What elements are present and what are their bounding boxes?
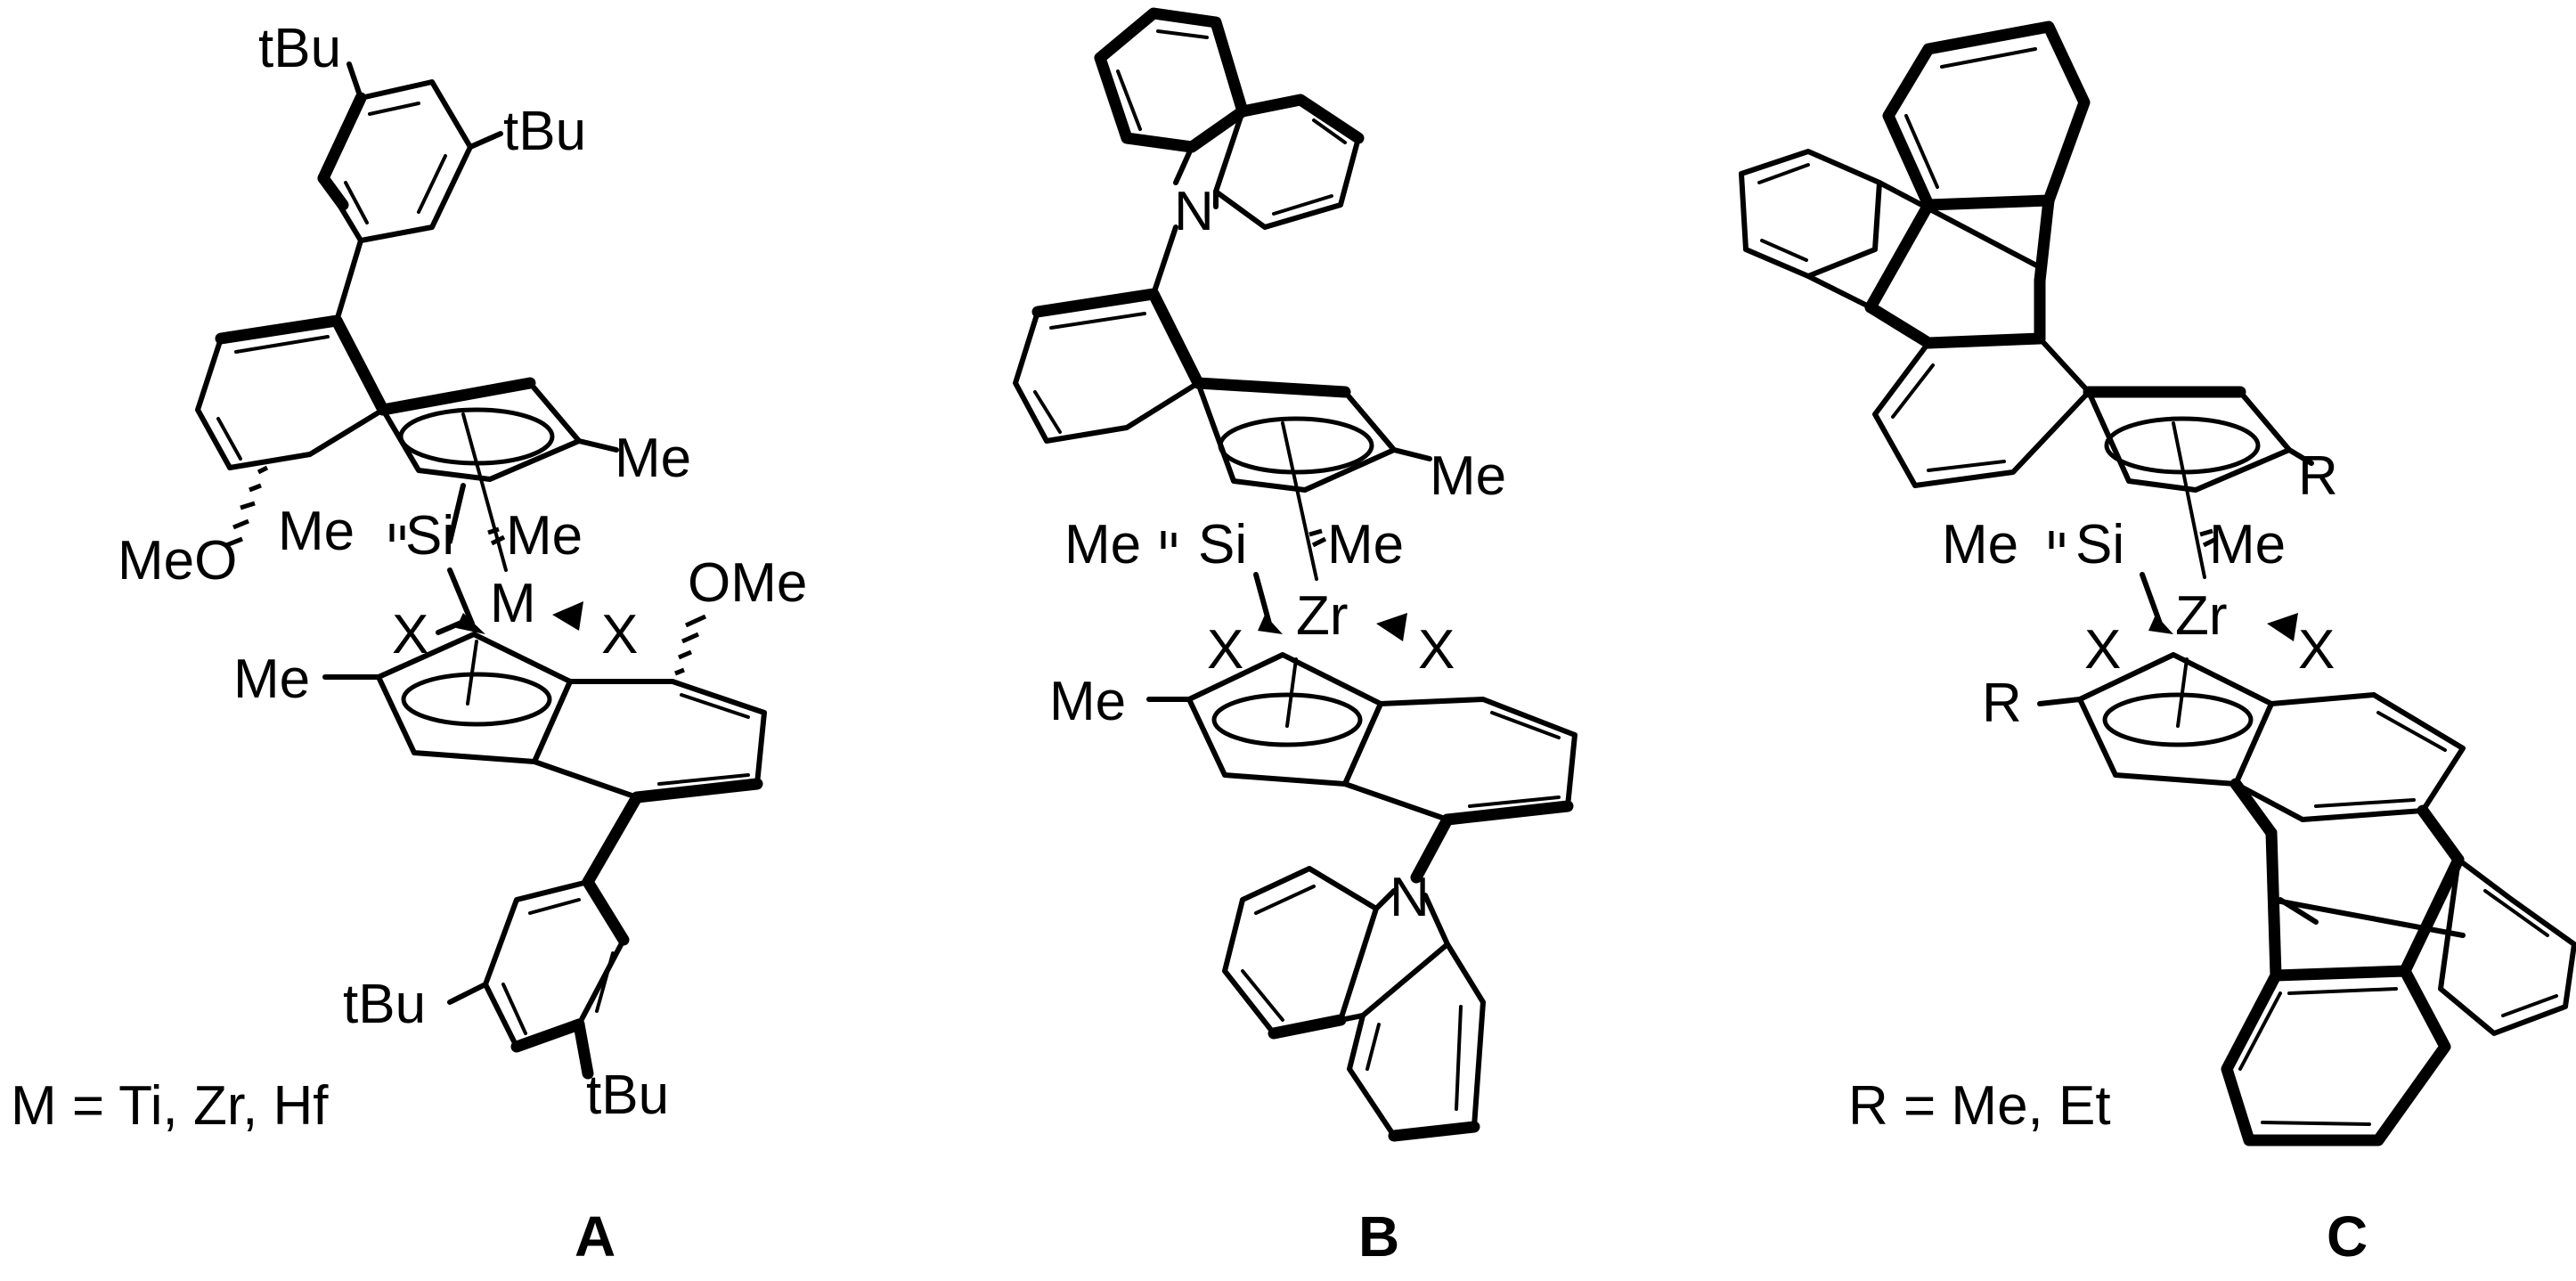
compound-a-tbu-bottom-1: tBu <box>343 974 426 1035</box>
compound-a-x-right: X <box>601 604 638 665</box>
compound-a-si: Si <box>405 505 454 567</box>
compound-b-upper-carbazole <box>1094 7 1365 297</box>
compound-b-atom-labels: N Me Me Si Me Zr X X Me N <box>1049 181 1506 928</box>
compound-b-structure <box>1013 7 1577 1142</box>
compound-a-ome-right: OMe <box>688 552 807 614</box>
compound-c-si: Si <box>2075 514 2124 575</box>
compound-b-lower-carbazole <box>1222 866 1486 1142</box>
compound-a-atom-labels: tBu tBu Me MeO Me Si Me M X X OMe Me tBu… <box>118 18 807 1126</box>
compound-a-me-ring-bottom: Me <box>233 649 310 710</box>
compound-a-lower-aryl <box>447 791 643 1080</box>
compound-c-upper-indenyl <box>1872 336 2314 579</box>
compound-b-n-bottom: N <box>1390 867 1430 928</box>
compound-a-upper-indenyl <box>195 314 619 572</box>
compound-c-legend: R = Me, Et <box>1848 1075 2111 1137</box>
compound-c-r-top: R <box>2298 445 2338 507</box>
compound-a-tbu-top-1: tBu <box>258 18 341 79</box>
compound-c-upper-polycycle <box>1739 20 2091 349</box>
compound-a-ome-hash <box>674 614 707 676</box>
compound-a-metal: M <box>490 573 536 634</box>
compound-a-tbu-top-2: tBu <box>503 101 586 162</box>
compound-c-silicon-bridge <box>2049 528 2218 626</box>
compound-a-upper-aryl <box>317 61 503 323</box>
compound-b-metal-bonds <box>1258 613 1407 641</box>
compound-b-upper-indenyl <box>1013 288 1432 581</box>
compound-a-x-left: X <box>392 604 428 665</box>
compound-b-si-me-left: Me <box>1064 514 1141 575</box>
compound-a-meo-hash <box>225 465 269 548</box>
compound-a-lower-indenyl <box>322 632 767 804</box>
compound-c-r-bottom: R <box>1982 673 2022 734</box>
compound-b-n-top: N <box>1174 181 1214 242</box>
compound-b-si-me-right: Me <box>1327 514 1404 575</box>
compound-b-label: B <box>1358 1204 1399 1269</box>
compound-c-x-left: X <box>2084 619 2121 681</box>
compound-a-label: A <box>575 1204 615 1269</box>
compound-b-x-right: X <box>1418 619 1455 681</box>
compound-c-structure <box>1739 20 2576 1146</box>
compound-b-metal: Zr <box>1296 585 1349 647</box>
compound-b-silicon-bridge <box>1161 528 1327 626</box>
compound-c-lower-polycycle <box>2221 778 2576 1146</box>
compound-a-me-ring-top: Me <box>615 428 691 489</box>
compound-c-atom-labels: R Me Si Me Zr X X R <box>1942 445 2338 734</box>
compound-b-x-left: X <box>1207 619 1243 681</box>
compound-a-si-me-left: Me <box>278 501 355 562</box>
compound-b-si: Si <box>1198 514 1247 575</box>
compound-b-lower-indenyl <box>1146 652 1577 884</box>
compound-a-silicon-bridge <box>389 483 506 626</box>
compound-c-x-right: X <box>2298 619 2335 681</box>
compound-b-me-ring-top: Me <box>1430 445 1506 507</box>
compound-a-si-me-right: Me <box>506 505 583 567</box>
compound-a-meo-left: MeO <box>118 530 237 592</box>
compound-a-metal-bonds <box>436 601 583 635</box>
compound-a-legend: M = Ti, Zr, Hf <box>11 1075 329 1137</box>
compound-c-label: C <box>2327 1204 2368 1269</box>
compound-b-me-ring-bottom: Me <box>1049 671 1126 732</box>
compound-a-tbu-bottom-2: tBu <box>586 1065 669 1126</box>
compound-c-si-me-left: Me <box>1942 514 2018 575</box>
compound-c-si-me-right: Me <box>2209 514 2286 575</box>
compound-a-structure <box>195 61 767 1080</box>
compound-c-metal-bonds <box>2148 613 2298 641</box>
compound-c-metal: Zr <box>2175 585 2228 647</box>
